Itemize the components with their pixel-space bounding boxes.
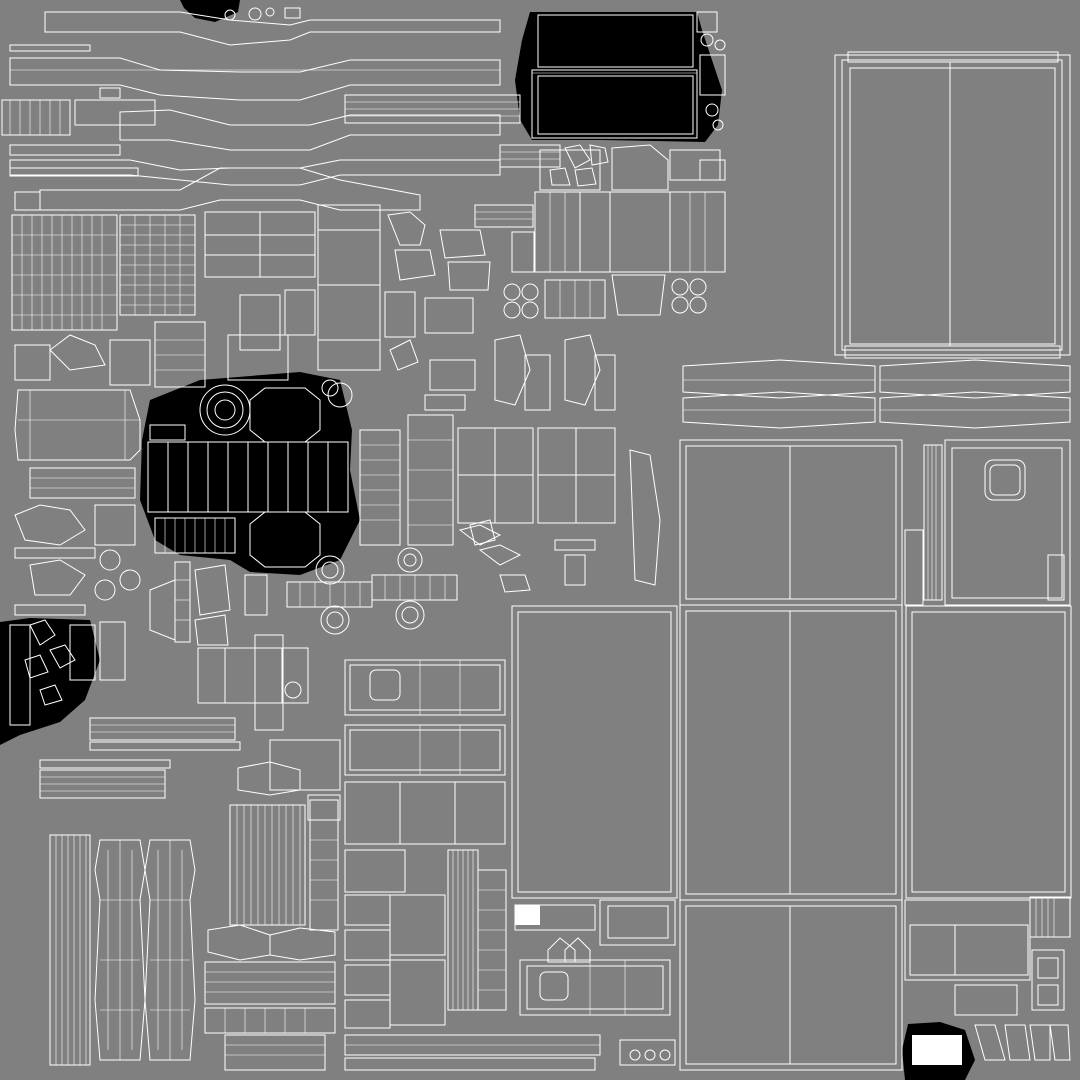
top-small-parts [474, 11, 726, 319]
left-mechanical-parts [14, 294, 289, 499]
small-detail-scatter [24, 7, 726, 706]
center-box-group [204, 204, 491, 371]
lower-left-blocks [39, 634, 341, 821]
window-pane-group [457, 427, 661, 586]
bottom-right-parts [904, 896, 1071, 1065]
center-bottom-boxes [344, 659, 506, 1029]
bottom-strips [204, 924, 601, 1071]
hull-pieces [49, 834, 196, 1066]
left-lower-cluster [9, 504, 268, 726]
large-panel-top-right [834, 51, 1071, 359]
left-grid-blocks [11, 191, 196, 331]
striped-column-blocks [229, 799, 507, 1011]
center-black-block-wire [147, 379, 353, 568]
right-strip-group [682, 359, 1071, 429]
right-box-unit [904, 439, 1071, 606]
large-panel-grid [511, 439, 1072, 1071]
mid-small-parts [359, 297, 616, 546]
black-islands [0, 0, 975, 1080]
top-left-strips [1, 11, 561, 211]
top-black-box-wire [531, 14, 698, 139]
lower-center-parts [514, 899, 676, 1066]
